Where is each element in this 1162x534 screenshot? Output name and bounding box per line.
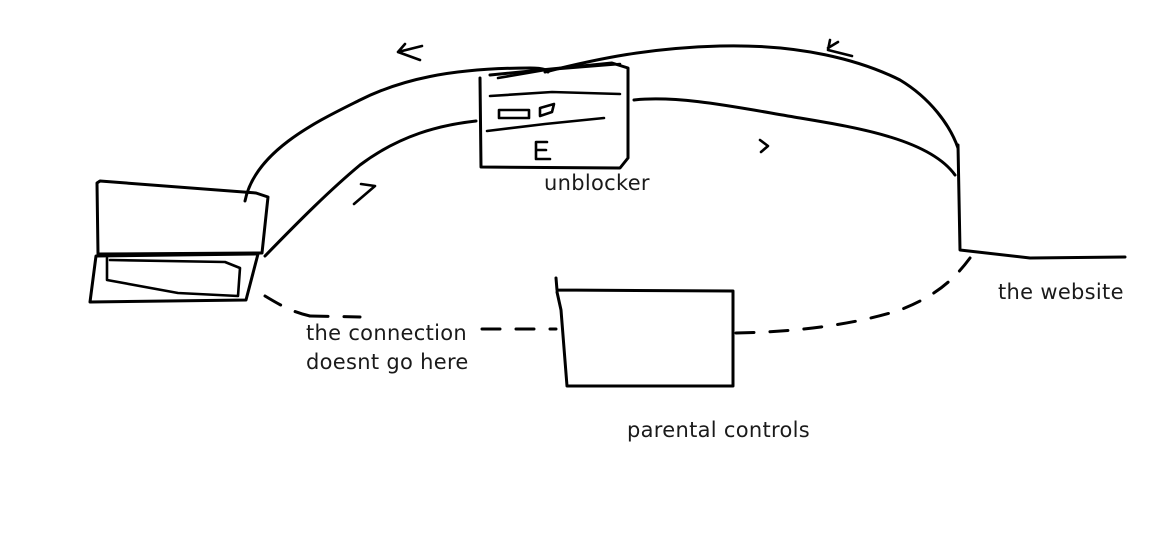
connection-note-line-1: the connection <box>306 321 468 345</box>
arrow-up-right-icon <box>352 182 377 206</box>
arrow-right-icon <box>758 138 770 154</box>
browser-window-icon <box>478 61 630 170</box>
website-outline <box>956 143 1127 260</box>
connection-note: the connection doesnt go here <box>306 319 469 377</box>
parental-controls-box <box>554 276 735 388</box>
unblocker-label: unblocker <box>544 171 650 195</box>
connection-note-line-2: doesnt go here <box>306 350 469 374</box>
parental-controls-label: parental controls <box>627 418 811 442</box>
website-label: the website <box>998 280 1124 304</box>
arrow-left-icon <box>396 42 424 62</box>
arrow-up-left-icon <box>826 38 854 58</box>
route-laptop-to-unblocker <box>243 42 550 258</box>
route-unblocker-to-website <box>543 38 960 177</box>
laptop-icon <box>88 179 270 304</box>
blocked-route-dashed <box>263 256 972 335</box>
